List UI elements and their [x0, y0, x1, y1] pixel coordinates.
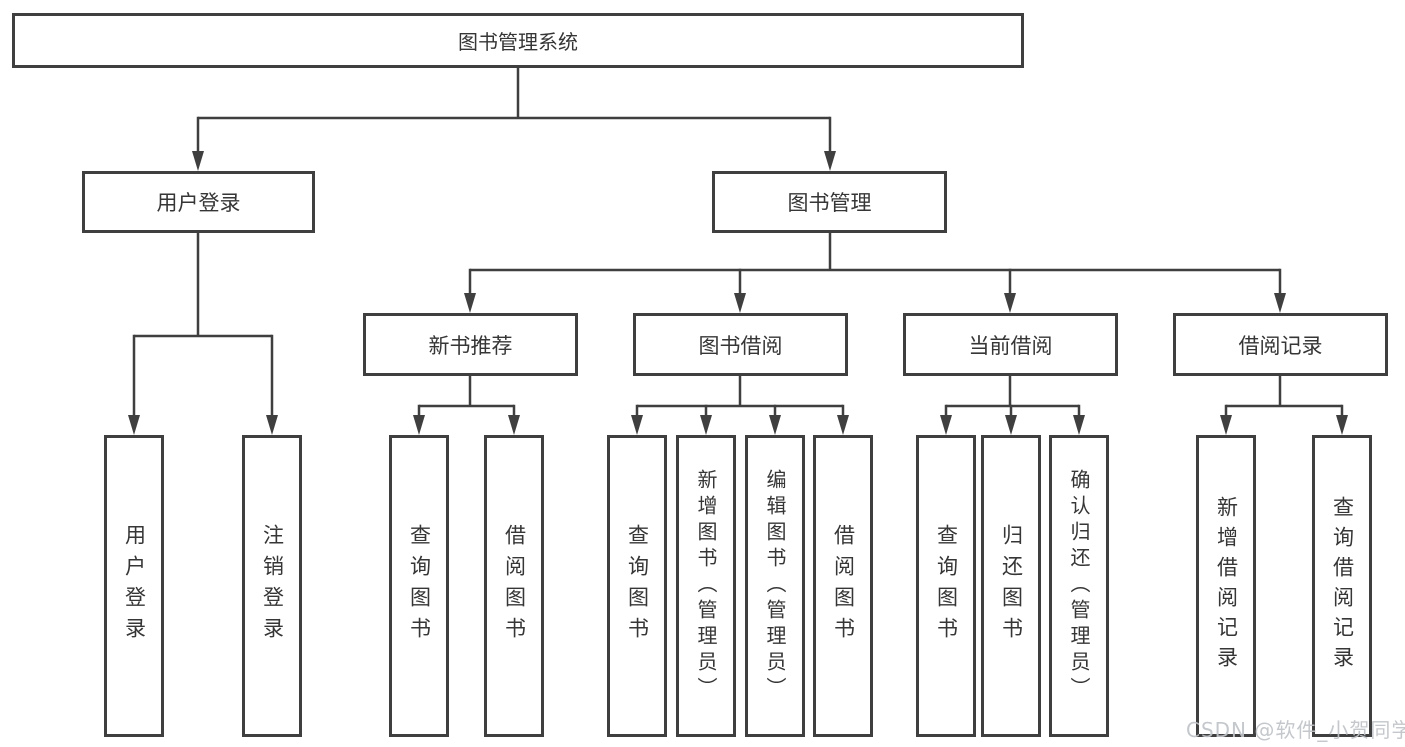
node-label: 图书借阅 [698, 333, 783, 358]
node-label: 当前借阅 [968, 333, 1053, 358]
node-user-login: 用户登录 [82, 171, 315, 233]
leaf-add-books-admin: 新增图书（管理员） [676, 435, 736, 737]
csdn-watermark: CSDN @软件_小贺同学 [1186, 718, 1405, 742]
leaf-label: 新增借阅记录 [1214, 496, 1239, 676]
node-new-book-recommendation: 新书推荐 [363, 313, 578, 376]
node-book-management: 图书管理 [712, 171, 947, 233]
leaf-label: 查询图书 [934, 524, 959, 648]
leaf-borrow-books: 借阅图书 [484, 435, 544, 737]
node-book-borrowing: 图书借阅 [633, 313, 848, 376]
leaf-add-borrow-record: 新增借阅记录 [1196, 435, 1256, 737]
leaf-label: 借阅图书 [831, 524, 856, 648]
node-current-borrowing: 当前借阅 [903, 313, 1118, 376]
leaf-query-books: 查询图书 [607, 435, 667, 737]
leaf-label: 新增图书（管理员） [694, 469, 718, 703]
leaf-label: 归还图书 [999, 524, 1024, 648]
node-label: 图书管理 [787, 191, 872, 215]
leaf-label: 编辑图书（管理员） [763, 469, 787, 703]
leaf-label: 确认归还（管理员） [1067, 469, 1091, 703]
node-label: 用户登录 [156, 191, 241, 215]
node-borrowing-records: 借阅记录 [1173, 313, 1388, 376]
node-label: 图书管理系统 [458, 30, 578, 54]
leaf-label: 查询图书 [625, 524, 650, 648]
leaf-confirm-return-admin: 确认归还（管理员） [1049, 435, 1109, 737]
leaf-query-books: 查询图书 [389, 435, 449, 737]
node-label: 借阅记录 [1238, 333, 1323, 358]
leaf-label: 查询借阅记录 [1330, 496, 1355, 676]
leaf-edit-books-admin: 编辑图书（管理员） [745, 435, 805, 737]
node-library-management-system: 图书管理系统 [12, 13, 1024, 68]
leaf-return-books: 归还图书 [981, 435, 1041, 737]
leaf-label: 借阅图书 [502, 524, 527, 648]
leaf-user-login: 用户登录 [104, 435, 164, 737]
leaf-query-books: 查询图书 [916, 435, 976, 737]
node-label: 新书推荐 [428, 333, 513, 358]
leaf-borrow-books: 借阅图书 [813, 435, 873, 737]
leaf-label: 注销登录 [260, 524, 285, 648]
leaf-logout: 注销登录 [242, 435, 302, 737]
leaf-query-borrow-record: 查询借阅记录 [1312, 435, 1372, 737]
leaf-label: 查询图书 [407, 524, 432, 648]
leaf-label: 用户登录 [122, 524, 147, 648]
